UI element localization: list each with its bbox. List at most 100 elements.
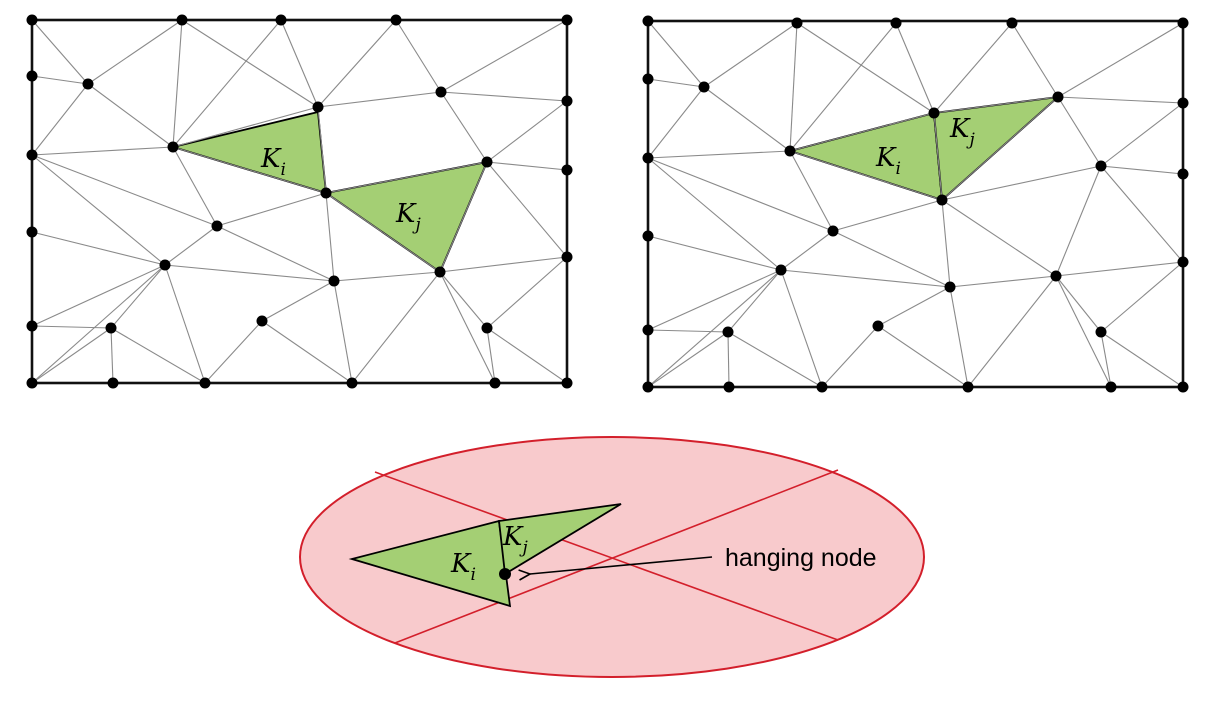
mesh-node xyxy=(1177,97,1189,109)
mesh-edge xyxy=(204,320,263,384)
mesh-node xyxy=(312,101,324,113)
domain-boundary xyxy=(646,19,1185,389)
mesh-edge xyxy=(647,331,729,388)
mesh-edge xyxy=(31,154,218,227)
mesh-node xyxy=(26,226,38,238)
label-k-j: Kj xyxy=(395,199,421,235)
mesh-edge xyxy=(647,78,705,88)
mesh-node xyxy=(1177,381,1189,393)
mesh-node xyxy=(642,73,654,85)
mesh-node xyxy=(936,194,948,206)
mesh-node xyxy=(1177,168,1189,180)
mesh-edge xyxy=(31,19,89,85)
mesh-edge xyxy=(172,106,319,148)
mesh-edge xyxy=(261,280,335,322)
mesh-edge xyxy=(439,256,568,273)
mesh-edge xyxy=(87,19,183,85)
hanging-node-label: hanging node xyxy=(725,544,877,572)
label-k-i: Ki xyxy=(450,549,476,585)
mesh-node xyxy=(26,149,38,161)
mesh-node xyxy=(1006,17,1018,29)
mesh-node xyxy=(211,220,223,232)
mesh-edge xyxy=(789,150,943,201)
mesh-node xyxy=(944,281,956,293)
label-k-j: Kj xyxy=(949,114,975,150)
mesh-edge xyxy=(440,91,568,102)
mesh-node xyxy=(723,381,735,393)
mesh-edge xyxy=(941,165,1102,201)
mesh-edge xyxy=(1100,165,1184,175)
mesh-edge xyxy=(727,331,730,388)
mesh-node xyxy=(26,70,38,82)
mesh-edge xyxy=(325,161,488,194)
mesh-node xyxy=(784,145,796,157)
mesh-node xyxy=(481,322,493,334)
mesh-edge xyxy=(933,22,1013,114)
mesh-node xyxy=(320,187,332,199)
mesh-edge xyxy=(877,325,969,388)
mesh-node xyxy=(256,315,268,327)
mesh-edge xyxy=(780,269,951,288)
mesh-edge xyxy=(933,96,1059,114)
mesh-edge xyxy=(780,269,823,388)
mesh-node xyxy=(872,320,884,332)
mesh-edge xyxy=(325,192,441,273)
mesh-node xyxy=(561,164,573,176)
background-mesh-lines xyxy=(374,469,839,644)
mesh-node xyxy=(816,381,828,393)
mesh-after-refinement: Ki Kj xyxy=(642,15,1189,393)
mesh-edge xyxy=(172,146,327,194)
mesh-node xyxy=(642,324,654,336)
mesh-edge xyxy=(647,235,782,271)
mesh-edge xyxy=(333,271,441,282)
mesh-edge xyxy=(439,161,488,273)
mesh-edge xyxy=(933,112,943,201)
mesh-node xyxy=(1105,381,1117,393)
mesh-node xyxy=(489,377,501,389)
mesh-edge xyxy=(789,112,935,152)
mesh-node xyxy=(481,156,493,168)
mesh-edge xyxy=(317,106,327,194)
mesh-line xyxy=(394,469,839,644)
mesh-edge xyxy=(967,275,1057,388)
mesh-edge xyxy=(821,325,879,388)
mesh-edge xyxy=(172,19,183,148)
mesh-edge xyxy=(280,19,319,108)
mesh-edge xyxy=(333,280,353,384)
mesh-node xyxy=(275,14,287,26)
hanging-node-zoom: hanging node Ki Kj xyxy=(299,436,925,678)
mesh-edge xyxy=(317,91,442,108)
mesh-edge xyxy=(395,19,442,93)
mesh-edge xyxy=(31,231,166,266)
mesh-node xyxy=(1177,17,1189,29)
element-k-i xyxy=(169,110,328,195)
mesh-edge xyxy=(647,157,834,232)
mesh-edge xyxy=(647,86,705,159)
mesh-node xyxy=(698,81,710,93)
mesh-edge xyxy=(110,264,166,329)
mesh-edge xyxy=(703,22,798,88)
mesh-edge xyxy=(1055,261,1184,277)
mesh-node xyxy=(722,326,734,338)
mesh-edge xyxy=(31,264,166,327)
mesh-edge xyxy=(31,325,112,329)
mesh-edge xyxy=(647,150,791,159)
mesh-edge xyxy=(31,146,174,156)
mesh-edge xyxy=(1100,331,1184,388)
mesh-edge xyxy=(440,91,488,163)
mesh-edge xyxy=(949,286,969,388)
mesh-edge xyxy=(261,320,353,384)
mesh-edge xyxy=(31,327,112,384)
mesh-edge xyxy=(486,161,568,258)
mesh-edge xyxy=(486,327,496,384)
mesh-edge xyxy=(110,327,114,384)
mesh-line xyxy=(374,471,839,641)
mesh-edge xyxy=(164,225,218,266)
mesh-node xyxy=(176,14,188,26)
mesh-edge xyxy=(832,230,951,288)
mesh-node xyxy=(561,95,573,107)
mesh-edge xyxy=(486,256,568,329)
mesh-edge xyxy=(895,22,935,114)
mesh-node xyxy=(1095,160,1107,172)
